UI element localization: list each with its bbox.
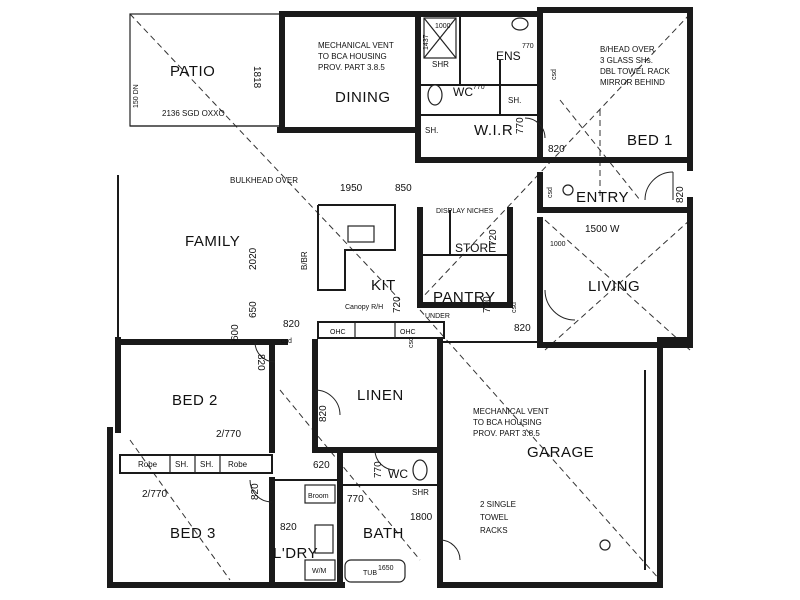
entry-width-note: 1500 W — [585, 224, 620, 235]
fixtures — [412, 17, 611, 551]
under-note: UNDER — [425, 313, 450, 320]
csd-2: csd — [547, 187, 554, 198]
sliding-door-note: 2136 SGD OXXO — [162, 109, 225, 118]
patio-label: PATIO — [170, 63, 215, 80]
dim-770-wir: 770 — [515, 117, 526, 134]
dim-770-bath: 770 — [347, 494, 364, 505]
bath-label: BATH — [363, 525, 404, 542]
shr-ens-label: SHR — [432, 60, 449, 69]
csd-5: csd — [281, 338, 292, 345]
canopy-note: Canopy R/H — [345, 304, 383, 311]
towel-line-3: RACKS — [480, 526, 508, 535]
wc-main-label: WC — [388, 467, 408, 481]
sh-robe3-label: SH. — [200, 460, 213, 469]
dim-770-ens: 770 — [522, 43, 534, 50]
dim-820-bed3: 820 — [250, 483, 261, 500]
display-niches-note: DISPLAY NICHES — [436, 208, 494, 215]
mech-vent-2-line-1: MECHANICAL VENT — [473, 407, 549, 416]
fixture-labels: SHR SH. SH. SHR SH. SH. Robe Robe OHC OH… — [138, 60, 521, 577]
bulkhead-note: BULKHEAD OVER — [230, 176, 298, 185]
bed1-label: BED 1 — [627, 132, 673, 149]
dining-label: DINING — [335, 89, 391, 106]
bhead-line-2: 3 GLASS SHs. — [600, 56, 653, 65]
dim-620: 620 — [313, 460, 330, 471]
mech-vent-2-line-2: TO BCA HOUSING — [473, 418, 542, 427]
living-label: LIVING — [588, 278, 640, 295]
dim-770-wc: 770 — [473, 84, 485, 91]
kit-label: KIT — [371, 277, 396, 294]
diagonal-lines — [129, 13, 691, 581]
dim-820-wir: 820 — [548, 144, 565, 155]
dimension-labels: 1818 150 DN 1000 1437 770 770 770 820 19… — [133, 23, 686, 572]
mech-vent-2-line-3: PROV. PART 3.8.5 — [473, 429, 540, 438]
dim-1000-ens: 1000 — [435, 23, 451, 30]
sh-robe2-label: SH. — [175, 460, 188, 469]
robe-right-label: Robe — [228, 460, 248, 469]
linen-label: LINEN — [357, 387, 404, 404]
dim-1818: 1818 — [251, 66, 262, 89]
towel-line-1: 2 SINGLE — [480, 500, 516, 509]
dim-720-c: 720 — [482, 296, 493, 313]
tub-label: TUB — [363, 570, 377, 577]
csd-3: csd — [408, 337, 415, 348]
garage-label: GARAGE — [527, 444, 594, 461]
mech-vent-1-line-3: PROV. PART 3.8.5 — [318, 63, 385, 72]
dim-820-pantry: 820 — [514, 323, 531, 334]
room-labels: PATIO DINING ENS WC W.I.R BED 1 ENTRY FA… — [170, 49, 673, 562]
ohc2-label: OHC — [400, 329, 416, 336]
dim-1000-living: 1000 — [550, 241, 566, 248]
shr-main-label: SHR — [412, 488, 429, 497]
dim-820-fam: 820 — [283, 319, 300, 330]
internal-walls — [115, 11, 693, 588]
dim-150: 150 DN — [133, 84, 140, 108]
dim-770-wc2: 770 — [373, 461, 384, 478]
sh-wir-label: SH. — [425, 126, 438, 135]
ens-label: ENS — [496, 49, 521, 63]
wc-ens-label: WC — [453, 85, 473, 99]
wm-label: W/M — [312, 568, 327, 575]
external-walls — [107, 7, 693, 588]
pantry-label: PANTRY — [433, 289, 495, 306]
bhead-line-3: DBL TOWEL RACK — [600, 67, 670, 76]
dim-650: 650 — [248, 301, 259, 318]
csd-4: csd — [511, 302, 518, 313]
dim-820-ldry: 820 — [280, 522, 297, 533]
wir-label: W.I.R — [474, 122, 513, 139]
dim-820-linen: 820 — [318, 405, 329, 422]
entry-label: ENTRY — [576, 189, 629, 206]
dim-820-entry: 820 — [675, 186, 686, 203]
dim-1800: 1800 — [410, 512, 433, 523]
dim-1650: 1650 — [378, 565, 394, 572]
bed2-label: BED 2 — [172, 392, 218, 409]
dim-720-a: 720 — [488, 229, 499, 246]
dim-2770-top: 2/770 — [216, 429, 241, 440]
robe-left-label: Robe — [138, 460, 158, 469]
broom-label: Broom — [308, 493, 329, 500]
door-swings — [249, 117, 674, 561]
ohc1-label: OHC — [330, 329, 346, 336]
dim-850: 850 — [395, 183, 412, 194]
bed3-label: BED 3 — [170, 525, 216, 542]
dim-720-b: 720 — [392, 296, 403, 313]
towel-line-2: TOWEL — [480, 513, 509, 522]
notes: MECHANICAL VENT TO BCA HOUSING PROV. PAR… — [162, 41, 670, 535]
dim-2020: 2020 — [248, 247, 259, 270]
csd-1: csd — [551, 69, 558, 80]
dim-1950: 1950 — [340, 183, 363, 194]
dim-820-bed2: 820 — [255, 354, 266, 371]
dim-600: 600 — [230, 324, 241, 341]
family-label: FAMILY — [185, 233, 240, 250]
dim-1437: 1437 — [423, 34, 430, 50]
bhead-line-4: MIRROR BEHIND — [600, 78, 665, 87]
mech-vent-1-line-2: TO BCA HOUSING — [318, 52, 387, 61]
sh-ens-label: SH. — [508, 96, 521, 105]
bhead-line-1: B/HEAD OVER — [600, 45, 655, 54]
bench-note: B/BR — [300, 251, 309, 270]
ldry-label: L'DRY — [273, 545, 318, 562]
dim-2770-bot: 2/770 — [142, 489, 167, 500]
store-label: STORE — [455, 241, 496, 255]
mech-vent-1-line-1: MECHANICAL VENT — [318, 41, 394, 50]
